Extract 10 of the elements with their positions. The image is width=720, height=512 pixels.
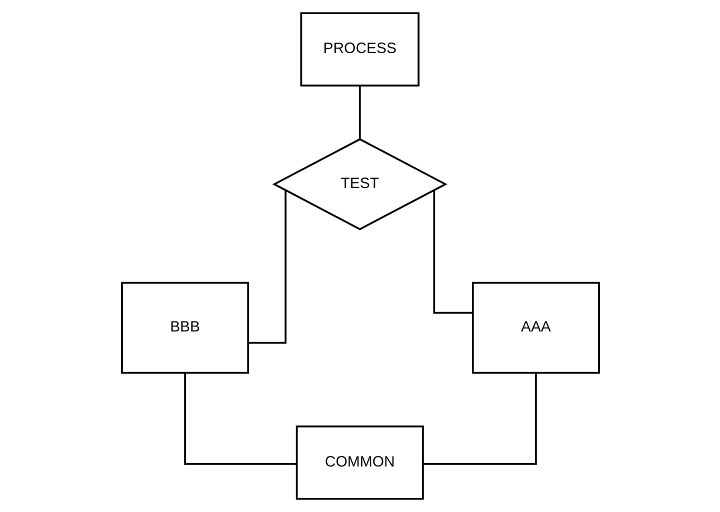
connector: [422, 373, 536, 465]
node-box: PROCESS: [300, 12, 419, 86]
node-box: COMMON: [295, 426, 424, 500]
connector: [358, 86, 360, 139]
connector: [248, 190, 286, 344]
connector: [184, 373, 296, 465]
node-box: AAA: [471, 282, 600, 374]
node-diamond: TEST: [272, 138, 447, 230]
connector: [432, 190, 472, 314]
node-box: BBB: [120, 282, 249, 374]
